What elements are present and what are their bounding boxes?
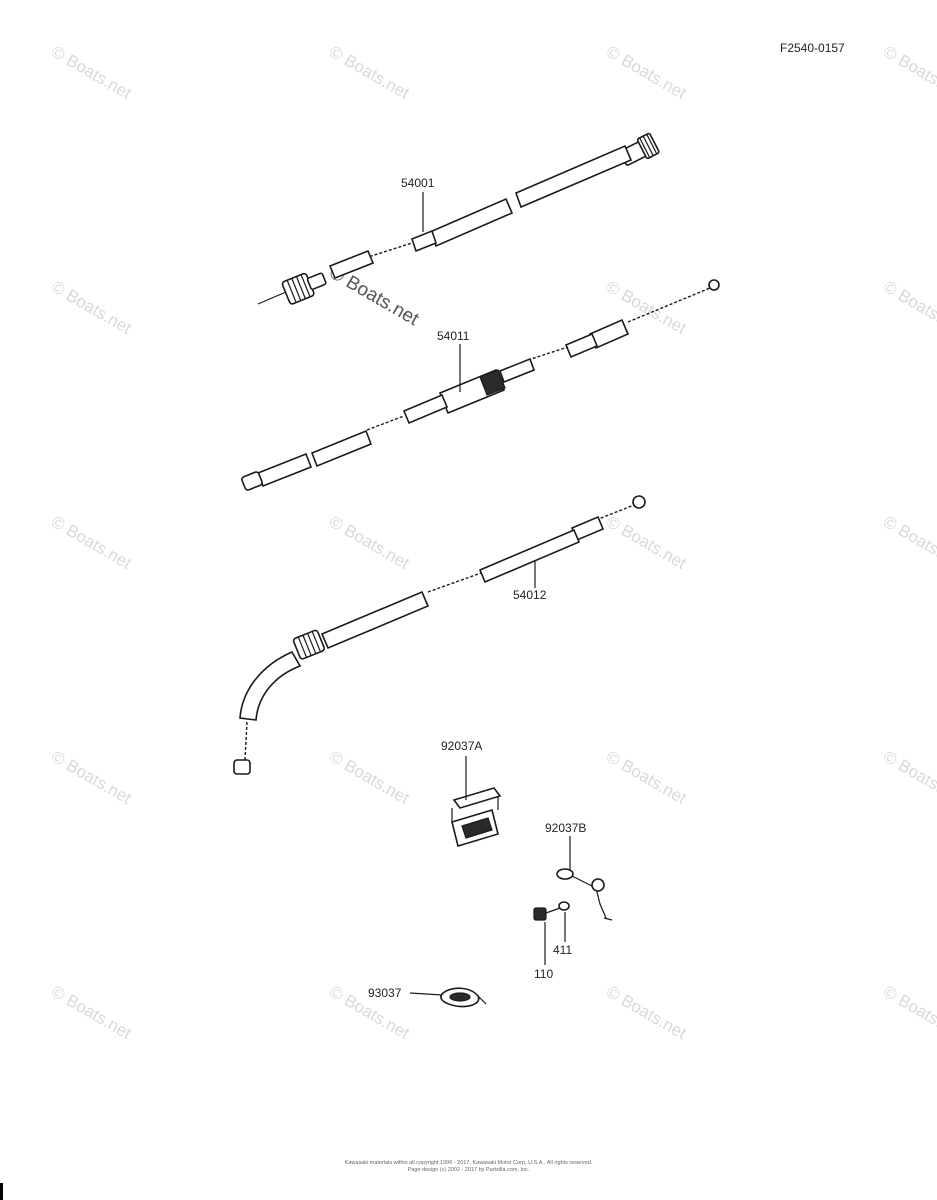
watermark-text: © Boats.net: [603, 747, 690, 808]
part-label-411: 411: [553, 943, 572, 957]
part-label-93037: 93037: [368, 986, 402, 1000]
part-54011-cable[interactable]: 54011: [241, 279, 720, 491]
watermark-text: © Boats.net: [880, 747, 937, 808]
watermark-text: © Boats.net: [603, 42, 690, 103]
edge-mark: [0, 1183, 3, 1200]
watermark-text: © Boats.net: [326, 512, 413, 573]
watermark-text: © Boats.net: [603, 982, 690, 1043]
part-110-bolt[interactable]: 110: [533, 907, 561, 981]
diagram-code: F2540-0157: [780, 41, 845, 55]
watermark-text: © Boats.net: [48, 42, 135, 103]
watermark-text: © Boats.net: [48, 982, 135, 1043]
watermark-text: © Boats.net: [326, 747, 413, 808]
footer-page-design: Page design (c) 2002 - 2017 by Partzilla…: [407, 1167, 530, 1173]
part-label-92037A: 92037A: [441, 739, 482, 753]
watermark-text: © Boats.net: [880, 982, 937, 1043]
watermark-text: © Boats.net: [880, 42, 937, 103]
part-92037A-clamp[interactable]: 92037A: [441, 739, 502, 848]
watermark-text: © Boats.net: [603, 512, 690, 573]
part-54001-speedometer-cable[interactable]: 54001: [257, 132, 660, 305]
part-label-54011: 54011: [437, 329, 470, 343]
part-label-92037B: 92037B: [545, 821, 586, 835]
part-54012-cable[interactable]: 54012: [233, 495, 646, 775]
part-label-54001: 54001: [401, 176, 435, 190]
watermark-text: © Boats.net: [48, 277, 135, 338]
part-label-110: 110: [534, 967, 553, 981]
part-label-54012: 54012: [513, 588, 547, 602]
part-93037-clamp[interactable]: 93037: [368, 986, 487, 1008]
watermark-text: © Boats.net: [880, 512, 937, 573]
watermark-text: © Boats.net: [880, 277, 937, 338]
footer-copyright: Kawasaki materials within all copyright …: [344, 1160, 593, 1166]
part-411-washer[interactable]: 411: [553, 901, 572, 957]
part-92037B-clip[interactable]: 92037B: [545, 821, 613, 921]
watermark-layer: © Boats.net © Boats.net © Boats.net © Bo…: [48, 42, 937, 1043]
watermark-text: © Boats.net: [48, 512, 135, 573]
watermark-text: © Boats.net: [326, 42, 413, 103]
watermark-text: © Boats.net: [48, 747, 135, 808]
